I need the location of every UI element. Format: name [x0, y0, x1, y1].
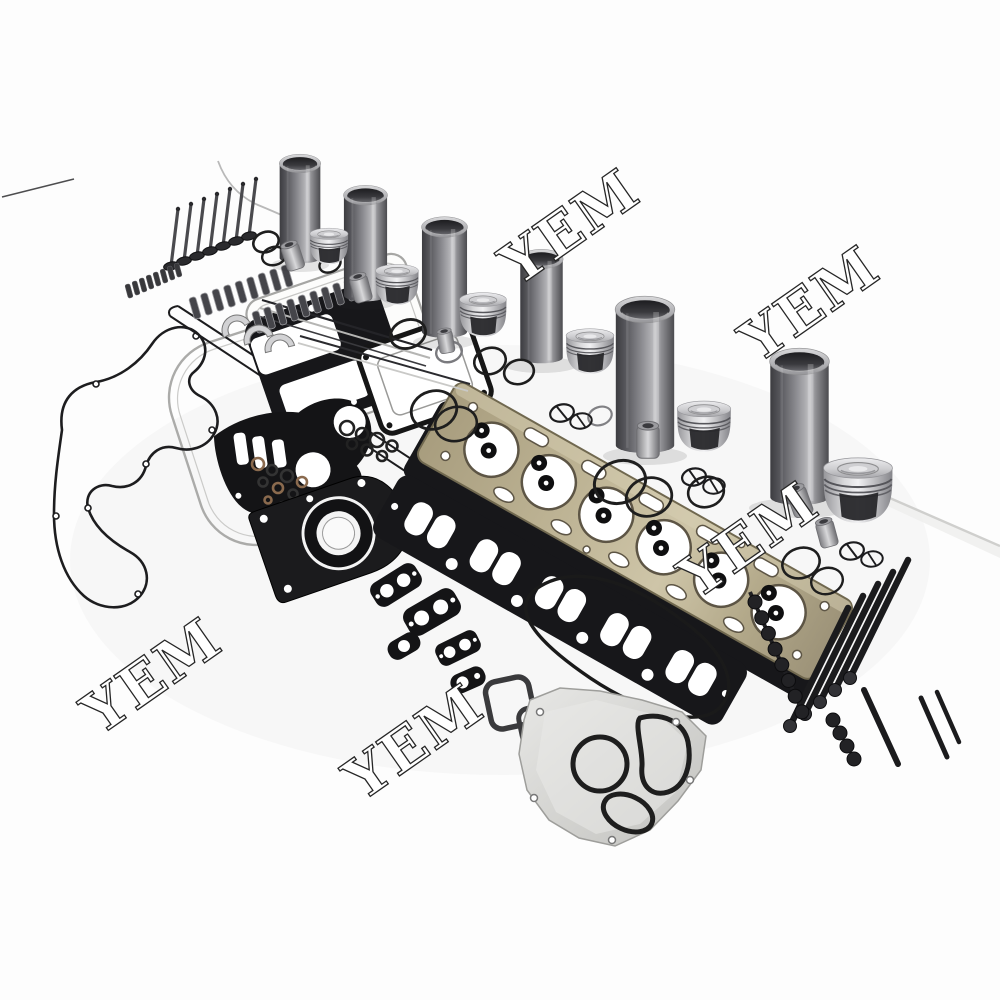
- oil-pan-gasket-bolt-holes: [52, 332, 216, 598]
- manifold-gasket: [373, 475, 747, 725]
- backdrop-table-edge-shade: [876, 492, 1000, 558]
- backdrop-table-edge: [875, 490, 1000, 548]
- head-gasket-slots: [440, 401, 830, 661]
- backdrop-stray-wire: [1, 178, 75, 198]
- piston-3: [458, 291, 508, 338]
- small-o-ring-cluster-black: [338, 419, 399, 463]
- valve-stem-seals: [747, 591, 962, 767]
- exhaust-gasket: [450, 666, 486, 694]
- piston-4: [565, 327, 615, 375]
- plate-gasket-channel: [635, 713, 692, 796]
- loose-piston-rings: [252, 230, 845, 596]
- exhaust-gaskets: [366, 475, 486, 694]
- plate-gasket-oval: [600, 791, 656, 835]
- piston-6: [822, 456, 894, 524]
- oil-pan-gasket-outline: [52, 325, 219, 609]
- head-gasket-bores: [463, 421, 807, 641]
- plate-gasket-ring: [570, 734, 630, 794]
- piston-5: [676, 400, 732, 453]
- piston-1: [309, 227, 349, 265]
- exhaust-gasket: [387, 632, 421, 660]
- large-gasket-loop: [524, 574, 731, 719]
- rear-main-seal: [248, 475, 409, 604]
- cylinder-head-bolts: [783, 556, 912, 733]
- cylinder-head-gasket: [417, 382, 853, 680]
- oil-cooler-plate: [518, 687, 707, 847]
- piston-2: [374, 263, 420, 306]
